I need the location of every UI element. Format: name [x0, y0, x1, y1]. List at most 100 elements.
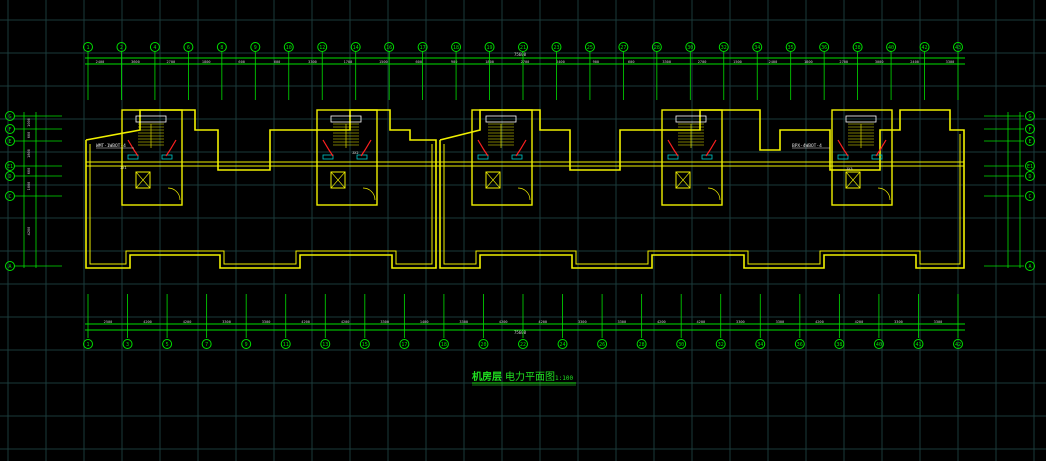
top-dimension-value: 2700 — [839, 60, 848, 64]
bottom-dimension-value: 4200 — [657, 320, 666, 324]
left-axis-C: C — [5, 191, 15, 201]
axis-label: 42 — [922, 45, 928, 51]
left-dimension-value: 600 — [27, 132, 31, 139]
axis-label: C — [8, 194, 11, 200]
distribution-box-icon — [701, 154, 713, 160]
axis-label: 14 — [353, 45, 359, 51]
axis-label: 23 — [553, 45, 559, 51]
bottom-total-dimension: 75600 — [514, 330, 527, 335]
top-dimension-value: 900 — [451, 60, 458, 64]
power-cable-route — [515, 139, 527, 157]
top-axis-21: 21 — [518, 42, 528, 52]
top-axis-9: 9 — [250, 42, 261, 52]
bottom-dimension-value: 3300 — [617, 320, 626, 324]
distribution-box-icon — [837, 154, 849, 160]
axis-label: E — [1028, 139, 1031, 145]
bottom-dimension-value: 3300 — [934, 320, 943, 324]
axis-label: 7 — [205, 342, 208, 348]
top-axis-43: 43 — [953, 42, 963, 52]
left-axis-G: G — [5, 111, 15, 121]
bottom-dimension-value: 4200 — [183, 320, 192, 324]
equipment-label: JX2 — [352, 151, 359, 155]
axis-label: 40 — [876, 342, 882, 348]
power-cable-route — [705, 139, 717, 157]
bottom-axis-38: 38 — [834, 339, 845, 349]
axis-label: 13 — [322, 342, 328, 348]
left-axis-A: A — [5, 261, 15, 271]
equipment-label: JX1 — [120, 166, 127, 170]
equipment-label: JX3 — [846, 167, 853, 171]
axis-label: 38 — [836, 342, 842, 348]
top-axis-23: 23 — [551, 42, 562, 52]
bottom-axis-32: 32 — [715, 339, 726, 349]
bottom-axis-15: 15 — [359, 339, 370, 349]
axis-label: A — [8, 264, 11, 270]
axis-label: 34 — [757, 342, 763, 348]
top-dimension-value: 2400 — [96, 60, 105, 64]
top-axis-40: 40 — [886, 42, 897, 52]
top-dimension-value: 2400 — [910, 60, 919, 64]
top-dimension-value: 1500 — [733, 60, 742, 64]
axis-label: 36 — [797, 342, 803, 348]
bottom-dimension-value: 3300 — [578, 320, 587, 324]
distribution-box-icon — [322, 154, 334, 160]
axis-label: 22 — [520, 342, 526, 348]
top-axis-25: 25 — [584, 42, 595, 52]
axis-label: 1 — [86, 45, 89, 51]
bottom-axis-13: 13 — [320, 339, 331, 349]
axis-label: 12 — [319, 45, 325, 51]
top-dimension-value: 2700 — [167, 60, 176, 64]
axis-label: 3 — [126, 342, 129, 348]
axis-label: 35 — [788, 45, 794, 51]
axis-label: 34 — [754, 45, 760, 51]
core-unit — [831, 109, 893, 206]
top-axis-34: 34 — [752, 42, 763, 52]
power-cable-route — [477, 139, 489, 157]
top-axis-1: 1 — [83, 42, 93, 52]
axis-label: E1 — [7, 164, 13, 170]
axis-label: 16 — [386, 45, 392, 51]
top-dimension-value: 3000 — [875, 60, 884, 64]
right-axis-D: D — [1025, 171, 1035, 181]
top-axis-27: 27 — [618, 42, 629, 52]
axis-label: 42 — [955, 342, 961, 348]
left-dimension-value: 1800 — [27, 149, 31, 158]
bottom-dimension-value: 4200 — [697, 320, 706, 324]
top-dimension-value: 900 — [593, 60, 600, 64]
right-axis-A: A — [1025, 261, 1035, 271]
right-axis-G: G — [1025, 111, 1035, 121]
power-cable-route — [127, 139, 139, 157]
power-cable-route — [165, 139, 177, 157]
left-dimension-value: 600 — [27, 168, 31, 175]
axis-label: 27 — [620, 45, 626, 51]
bottom-dimension-value: 4200 — [301, 320, 310, 324]
axis-label: 30 — [687, 45, 693, 51]
building-outline — [85, 109, 965, 269]
axis-label: 24 — [560, 342, 566, 348]
top-dimension-value: 2400 — [556, 60, 565, 64]
core-unit — [661, 109, 723, 206]
bottom-axis-28: 28 — [636, 339, 647, 349]
bottom-dimension-value: 3300 — [776, 320, 785, 324]
axis-label: 8 — [220, 45, 223, 51]
axis-label: 9 — [254, 45, 257, 51]
bottom-axis-22: 22 — [518, 339, 528, 349]
axis-label: G — [1028, 114, 1031, 120]
power-cable-route — [360, 139, 372, 157]
axis-label: 28 — [639, 342, 645, 348]
top-dimension-value: 600 — [274, 60, 281, 64]
axis-label: 28 — [654, 45, 660, 51]
top-axis-4: 4 — [149, 42, 160, 52]
distribution-box-icon — [511, 154, 523, 160]
outer-wall-left-half — [85, 109, 437, 269]
axis-label: 9 — [245, 342, 248, 348]
axis-label: 4 — [153, 45, 156, 51]
bottom-axis-20: 20 — [478, 339, 489, 349]
bottom-axis-7: 7 — [201, 339, 212, 349]
bottom-dimension-value: 4200 — [538, 320, 547, 324]
left-dimension-value: 1000 — [27, 118, 31, 127]
axis-label: 19 — [487, 45, 493, 51]
axis-label: 38 — [855, 45, 861, 51]
axis-label: 40 — [888, 45, 894, 51]
